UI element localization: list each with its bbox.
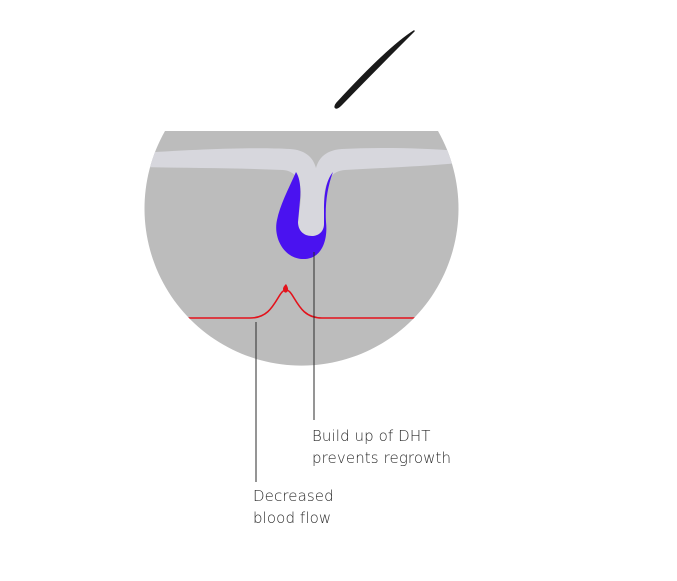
epidermis-layer <box>144 148 459 236</box>
dht-buildup <box>276 172 333 260</box>
dht-label-line-2: prevents regrowth <box>312 449 452 467</box>
hair-strand-icon <box>334 30 415 109</box>
dht-label-line-1: Build up of DHT <box>312 427 431 445</box>
dht-callout-label: Build up of DHT prevents regrowth <box>312 425 451 469</box>
blood-flow-label-line-1: Decreased <box>253 487 334 505</box>
skin-cross-section <box>144 131 459 366</box>
blood-flow-callout-label: Decreased blood flow <box>253 485 334 529</box>
blood-flow-label-line-2: blood flow <box>253 509 332 527</box>
blood-vessel-tip <box>283 284 289 293</box>
